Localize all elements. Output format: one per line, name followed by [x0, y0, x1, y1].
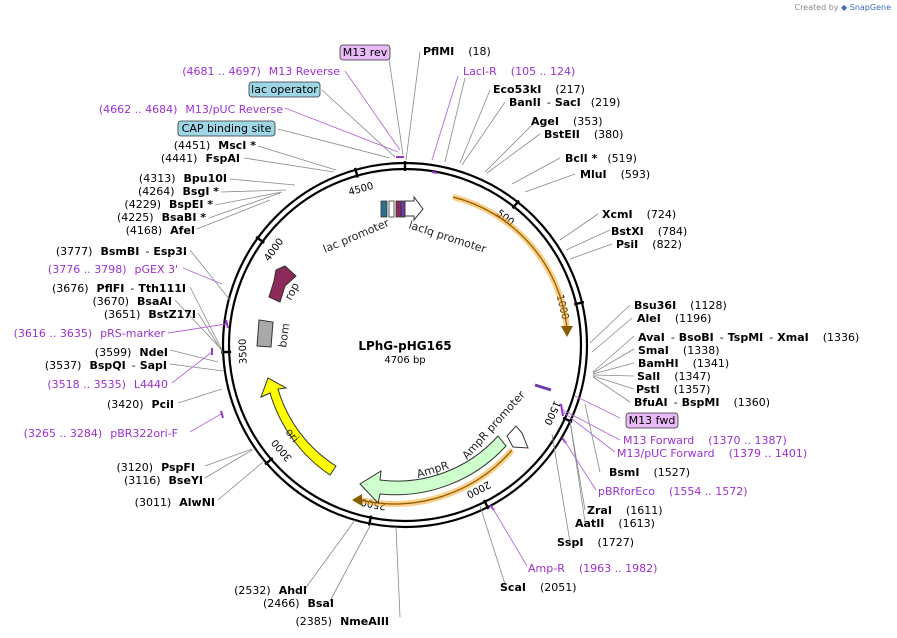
primer-m13-puc-reverse[interactable]: (4662 .. 4684)M13/pUC Reverse	[99, 103, 283, 116]
tick-mark	[562, 416, 573, 424]
site-xcmi[interactable]: XcmI(724)	[602, 208, 676, 221]
tick-mark	[353, 167, 359, 178]
enzyme-labels-right: PflMI(18) LacI-R(105 .. 124) Eco53kI(217…	[423, 45, 859, 594]
tick-mark	[367, 515, 373, 526]
feature-bom[interactable]	[256, 319, 274, 348]
site-aatii[interactable]: AatII(1613)	[575, 517, 655, 530]
tick-label: 3500	[238, 338, 250, 364]
site-bsmbi-esp3i[interactable]: (3777)BsmBI-Esp3I	[56, 245, 187, 258]
cap-site-label: CAP binding site	[182, 122, 272, 135]
site-bspqi-sapi[interactable]: (3537)BspQI-SapI	[45, 359, 167, 372]
snapgene-logo-icon: ◆	[841, 3, 848, 12]
site-bsgi[interactable]: (4264)BsgI *	[138, 185, 219, 198]
tick-mark	[255, 235, 265, 244]
site-sali[interactable]: SalI(1347)	[637, 370, 711, 383]
enzyme-labels-left: (2385)NmeAIII (2466)BsaI (2532)AhdI (301…	[14, 65, 389, 628]
orf-arrowhead-icon	[352, 494, 362, 506]
plasmid-size: 4706 bp	[384, 355, 425, 366]
site-mlui[interactable]: MluI(593)	[580, 168, 650, 181]
feature-rop[interactable]	[268, 265, 297, 303]
site-smai[interactable]: SmaI(1338)	[638, 344, 719, 357]
site-pflfi-tth111i[interactable]: (3676)PflFI-Tth111I	[52, 282, 186, 295]
primer-amp-r[interactable]: Amp-R(1963 .. 1982)	[528, 562, 657, 575]
tick-mark	[573, 300, 585, 306]
site-pspfi[interactable]: (3120)PspFI	[117, 461, 195, 474]
site-bspei[interactable]: (4229)BspEI *	[124, 198, 213, 211]
m13-fwd-label: M13 fwd	[629, 414, 676, 427]
site-bsteii[interactable]: BstEII(380)	[544, 128, 623, 141]
orf-arcs	[352, 194, 573, 507]
tick-label: 1500	[541, 399, 562, 427]
tick-label: 4000	[262, 237, 286, 264]
feature-ampr[interactable]	[359, 435, 507, 505]
site-psti[interactable]: PstI(1357)	[636, 383, 710, 396]
site-bstz17i[interactable]: (3651)BstZ17I	[104, 308, 196, 321]
site-bpu10i[interactable]: (4313)Bpu10I	[139, 172, 227, 185]
site-bsai[interactable]: (2466)BsaI	[263, 597, 334, 610]
watermark-prefix: Created by	[794, 3, 839, 12]
lac-operator-label: lac operator	[251, 83, 318, 96]
lac-promoter-label: lac promoter	[321, 216, 391, 256]
site-zrai[interactable]: ZraI(1611)	[587, 504, 663, 517]
m13-fwd-box[interactable]: M13 fwd	[625, 412, 679, 429]
site-pcii[interactable]: (3420)PciI	[107, 398, 174, 411]
leader-lines	[169, 51, 635, 618]
m13-rev-box[interactable]: M13 rev	[339, 44, 391, 61]
watermark-brand: SnapGene	[849, 3, 891, 12]
lac-operator-box[interactable]: lac operator	[248, 81, 321, 98]
site-scai[interactable]: ScaI(2051)	[500, 581, 577, 594]
site-bamhi[interactable]: BamHI(1341)	[638, 357, 729, 370]
site-ndei[interactable]: (3599)NdeI	[95, 346, 168, 359]
primer-l4440[interactable]: (3518 .. 3535)L4440	[47, 378, 168, 391]
primer-m13-reverse[interactable]: (4681 .. 4697)M13 Reverse	[182, 65, 340, 78]
primer-leader-lines	[167, 70, 621, 567]
site-agei[interactable]: AgeI(353)	[531, 115, 603, 128]
watermark: Created by ◆ SnapGene	[794, 3, 891, 12]
site-bseyi[interactable]: (3116)BseYI	[124, 474, 203, 487]
site-bsu36i[interactable]: Bsu36I(1128)	[634, 299, 727, 312]
site-bsabi[interactable]: (4225)BsaBI *	[117, 211, 206, 224]
site-eco53ki[interactable]: Eco53kI(217)	[493, 83, 585, 96]
tick-mark	[482, 499, 490, 510]
primer-laci-r[interactable]: LacI-R(105 .. 124)	[463, 65, 575, 78]
bom-label: bom	[276, 322, 292, 348]
laciq-promoter-label: lacIq promoter	[407, 218, 488, 255]
site-bstxi[interactable]: BstXI(784)	[611, 225, 687, 238]
site-pflmi[interactable]: PflMI(18)	[423, 45, 491, 58]
site-nmeaiii[interactable]: (2385)NmeAIII	[296, 615, 390, 628]
primer-m13-forward[interactable]: M13 Forward(1370 .. 1387)	[623, 434, 787, 447]
site-psii[interactable]: PsiI(822)	[616, 238, 682, 251]
site-banii-saci[interactable]: BanII-SacI(219)	[509, 96, 620, 109]
orf-arrowhead-icon	[561, 326, 573, 337]
tick-mark	[511, 199, 520, 210]
tick-label: 4500	[347, 181, 374, 198]
primer-prs-marker[interactable]: (3616 .. 3635)pRS-marker	[14, 327, 166, 340]
site-sspi[interactable]: SspI(1727)	[557, 536, 634, 549]
feature-lac-cluster[interactable]	[380, 195, 424, 222]
primer-pgex3[interactable]: (3776 .. 3798)pGEX 3'	[48, 263, 178, 276]
site-bsmi[interactable]: BsmI(1527)	[609, 466, 690, 479]
site-bfuai[interactable]: BfuAI-BspMI(1360)	[634, 396, 770, 409]
cap-site-box[interactable]: CAP binding site	[177, 120, 276, 137]
site-ahdi[interactable]: (2532)AhdI	[234, 584, 307, 597]
site-alwni[interactable]: (3011)AlwNI	[135, 496, 215, 509]
site-afei[interactable]: (4168)AfeI	[126, 224, 195, 237]
site-alei[interactable]: AleI(1196)	[637, 312, 711, 325]
primer-m13-puc-forward[interactable]: M13/pUC Forward(1379 .. 1401)	[617, 447, 807, 460]
primer-pbrforeco[interactable]: pBRforEco(1554 .. 1572)	[598, 485, 748, 498]
plasmid-name: LPhG-pHG165	[358, 339, 451, 353]
tick-mark	[264, 457, 274, 466]
site-bcli[interactable]: BclI *(519)	[565, 152, 637, 165]
site-fspai[interactable]: (4441)FspAI	[161, 152, 240, 165]
m13-rev-label: M13 rev	[343, 46, 388, 59]
feature-ori[interactable]	[260, 377, 337, 476]
feature-ampr-promoter[interactable]	[506, 425, 529, 449]
site-msci[interactable]: (4451)MscI *	[174, 139, 257, 152]
site-avai-group[interactable]: AvaI-BsoBI-TspMI-XmaI(1336)	[638, 331, 859, 344]
site-bsaai[interactable]: (3670)BsaAI	[92, 295, 172, 308]
primer-pbr322ori-f[interactable]: (3265 .. 3284)pBR322ori-F	[24, 427, 178, 440]
